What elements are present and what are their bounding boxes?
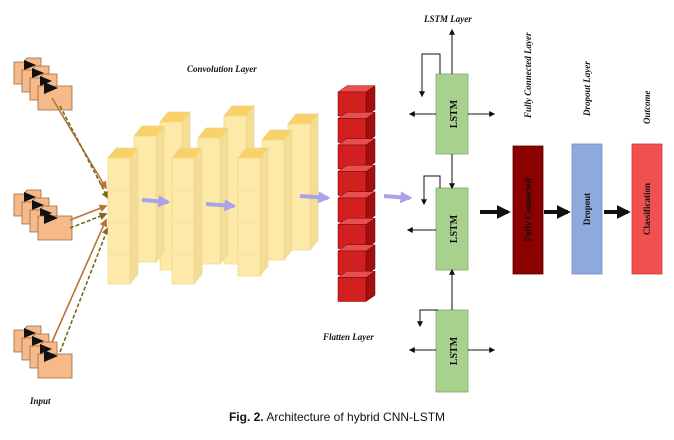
dropout-label: Dropout: [582, 193, 592, 225]
input-folder-group-2: [13, 189, 73, 241]
lstm-label: LSTM: [449, 336, 460, 365]
lstm-box-2: LSTM: [435, 187, 469, 271]
figure-caption: Fig. 2. Architecture of hybrid CNN-LSTM: [0, 410, 674, 424]
outcome-label: Outcome: [642, 90, 652, 124]
flatten-cube: [337, 85, 376, 117]
lstm-box-1: LSTM: [435, 73, 469, 155]
lstm-label: LSTM: [449, 214, 460, 243]
flatten-cube: [337, 191, 376, 223]
flatten-cube: [337, 217, 376, 249]
classification-label: Classification: [642, 183, 652, 235]
lstm-layer-label: LSTM Layer: [423, 14, 472, 24]
dropout-box: Dropout: [571, 143, 603, 275]
flatten-cube: [337, 270, 376, 302]
input-label: Input: [29, 396, 51, 406]
fully-connected-layer-label: Fully Connected Layer: [523, 32, 533, 119]
conv-block: [133, 125, 165, 263]
conv-block: [197, 127, 229, 265]
fully-connected-label: Fully Connected: [523, 178, 533, 241]
conv-block: [237, 147, 269, 277]
input-arrows: [51, 97, 110, 353]
conv-flow-arrows: [141, 191, 413, 212]
flatten-cube: [337, 244, 376, 276]
caption-prefix: Fig. 2.: [228, 410, 264, 424]
flatten-layer-stack: [337, 85, 376, 302]
fully-connected-box: Fully Connected: [512, 145, 544, 275]
conv-block: [171, 147, 203, 285]
lstm-label: LSTM: [449, 99, 460, 128]
caption-text: Architecture of hybrid CNN-LSTM: [266, 410, 446, 424]
input-folder-group-1: [13, 57, 73, 111]
input-folder-group-3: [13, 325, 73, 379]
convolution-layer-label: Convolution Layer: [187, 64, 257, 74]
conv-block: [287, 113, 319, 251]
flatten-cube: [337, 111, 376, 143]
convolution-blocks: [107, 105, 319, 285]
flatten-cube: [337, 164, 376, 196]
flatten-cube: [337, 138, 376, 170]
dropout-layer-label: Dropout Layer: [582, 61, 592, 117]
lstm-arrows: [406, 28, 496, 353]
lstm-box-3: LSTM: [435, 309, 469, 393]
classification-box: Classification: [631, 143, 663, 275]
conv-block: [107, 147, 139, 285]
flatten-layer-label: Flatten Layer: [322, 332, 374, 342]
